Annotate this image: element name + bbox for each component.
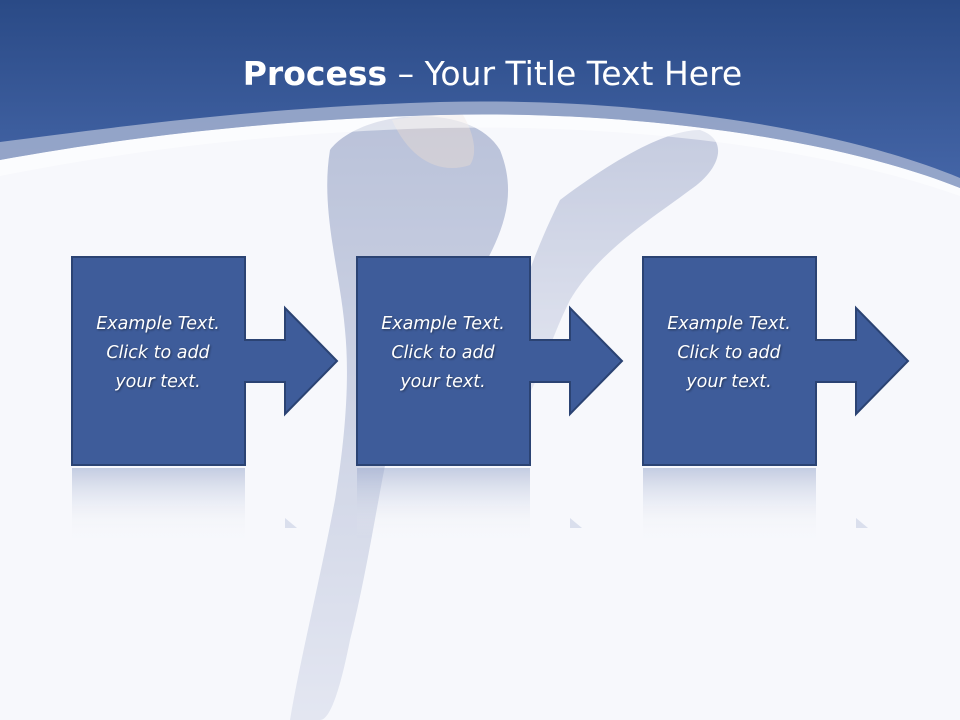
step-3-text: Example Text. Click to add your text. [642,310,816,397]
step-3-line-1: Example Text. [667,314,791,334]
title-bold-text: Process [242,54,388,93]
process-step-2[interactable]: Example Text. Click to add your text. [356,256,624,538]
step-2-line-2: Click to add [391,343,495,363]
step-1-line-1: Example Text. [96,314,220,334]
step-1-shape [71,256,339,538]
step-1-line-3: your text. [115,372,201,392]
step-2-reflection [357,468,530,538]
step-1-text: Example Text. Click to add your text. [71,310,245,397]
step-3-reflection [643,468,816,538]
header-band [0,0,960,188]
slide-title[interactable]: Process – Your Title Text Here [0,52,960,96]
step-1-reflection [72,468,245,538]
step-3-line-3: your text. [686,372,772,392]
process-step-3[interactable]: Example Text. Click to add your text. [642,256,910,538]
header-swoosh [0,101,960,188]
step-3-shape [642,256,910,538]
step-2-line-3: your text. [400,372,486,392]
step-3-line-2: Click to add [677,343,781,363]
step-2-line-1: Example Text. [381,314,505,334]
step-1-line-2: Click to add [106,343,210,363]
step-2-text: Example Text. Click to add your text. [356,310,530,397]
title-rest-text: – Your Title Text Here [387,54,743,93]
process-step-1[interactable]: Example Text. Click to add your text. [71,256,339,538]
step-2-shape [356,256,624,538]
